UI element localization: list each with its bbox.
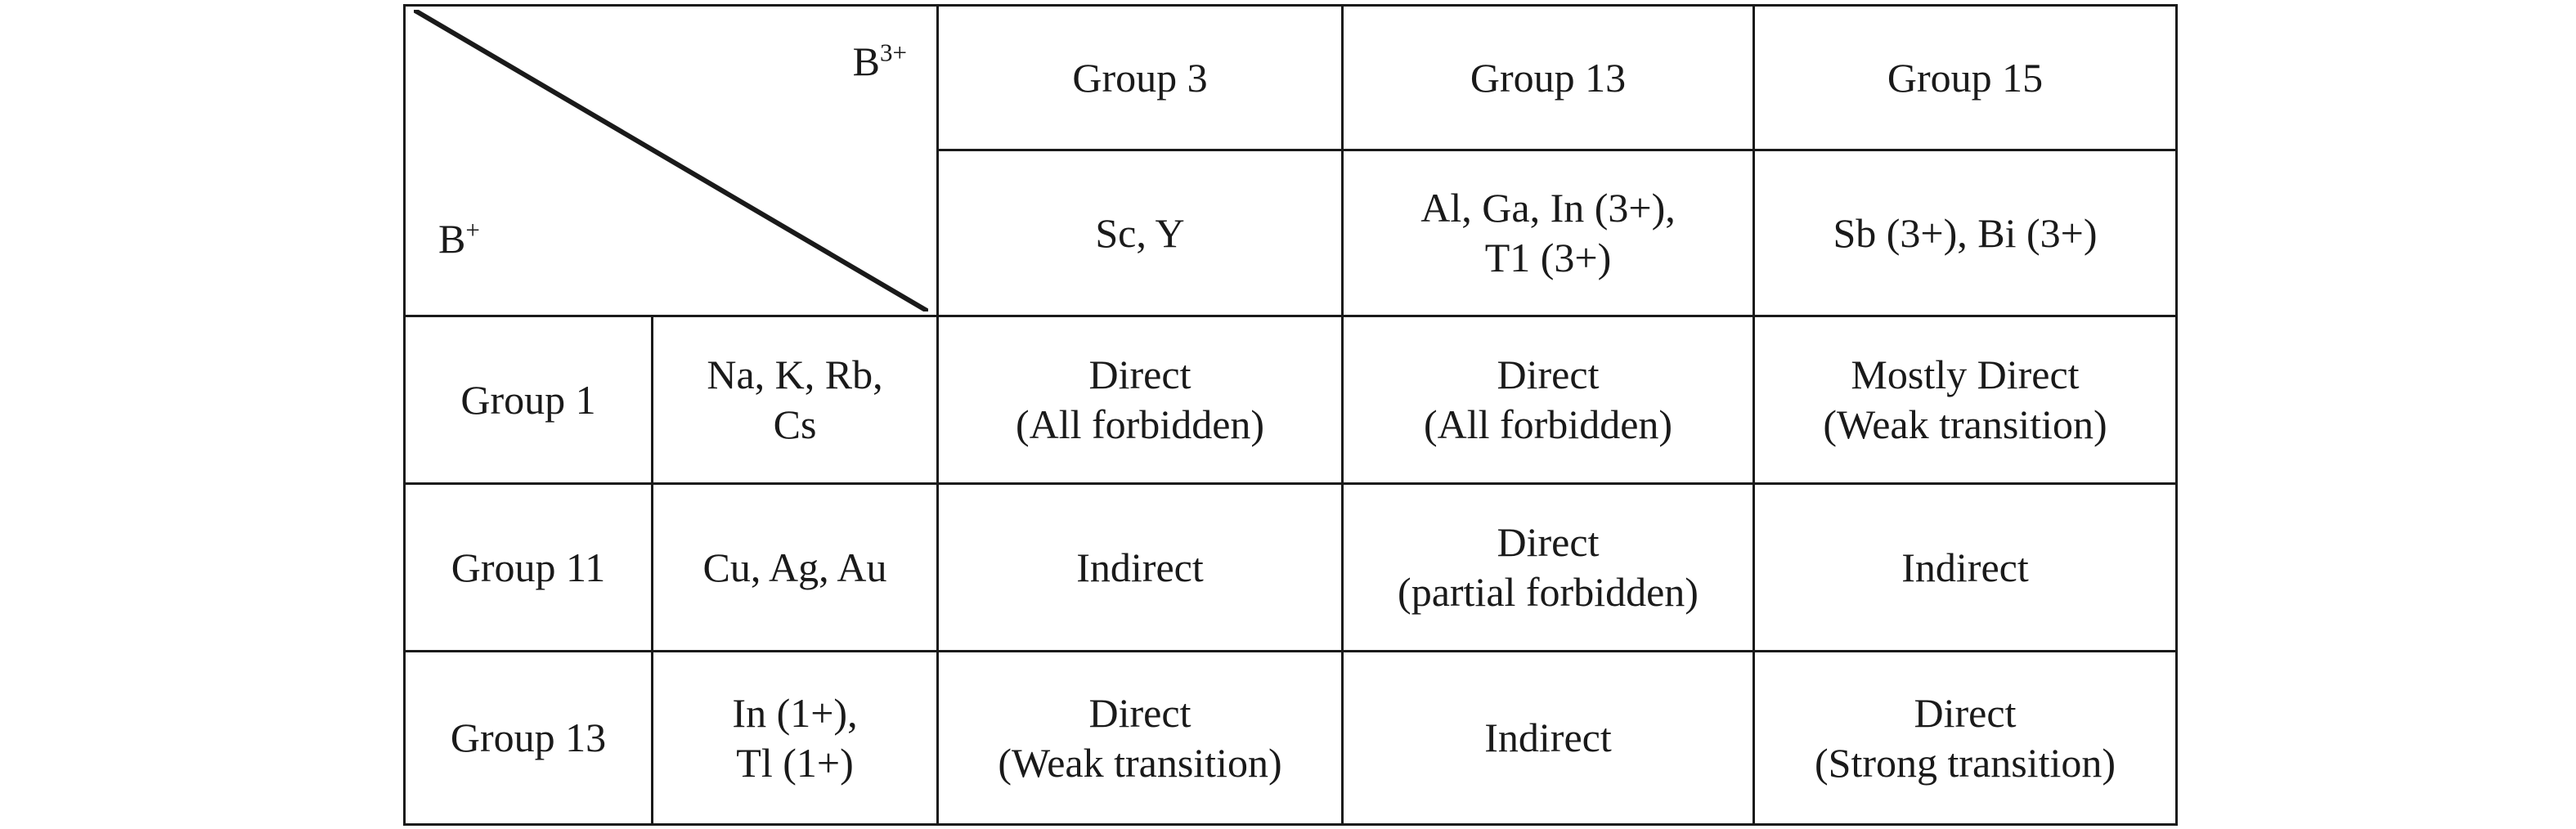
table-row: Group 11 Cu, Ag, Au Indirect Direct (par…	[403, 482, 2178, 652]
row-header-group-0: Group 1	[403, 315, 653, 485]
matrix-cell-2-1: Indirect	[1341, 650, 1755, 826]
matrix-cell-1-0: Indirect	[936, 482, 1344, 652]
matrix-cell-1-2: Indirect	[1752, 482, 2178, 652]
axis-corner-inner: B3+ B+	[414, 10, 928, 311]
row-header-group-1: Group 11	[403, 482, 653, 652]
header-row-groups: B3+ B+ Group 3 Group 13 Group 15	[403, 4, 2178, 317]
classification-matrix-wrapper: B3+ B+ Group 3 Group 13 Group 15 Sc, Y A…	[403, 4, 2178, 826]
row-header-elements-2: In (1+), Tl (1+)	[651, 650, 939, 826]
column-header-group-2: Group 15	[1752, 4, 2178, 151]
column-header-group-0: Group 3	[936, 4, 1344, 151]
matrix-cell-2-0: Direct (Weak transition)	[936, 650, 1344, 826]
diagonal-divider-icon	[414, 10, 928, 311]
column-header-group-1: Group 13	[1341, 4, 1755, 151]
matrix-cell-0-0: Direct (All forbidden)	[936, 315, 1344, 485]
matrix-cell-0-1: Direct (All forbidden)	[1341, 315, 1755, 485]
row-header-elements-1: Cu, Ag, Au	[651, 482, 939, 652]
axis-corner-cell: B3+ B+	[403, 4, 939, 317]
column-header-elements-1: Al, Ga, In (3+), T1 (3+)	[1341, 149, 1755, 317]
row-header-elements-0: Na, K, Rb, Cs	[651, 315, 939, 485]
column-axis-label-base: B	[852, 38, 881, 84]
row-axis-label-charge: +	[465, 215, 480, 244]
matrix-cell-0-2: Mostly Direct (Weak transition)	[1752, 315, 2178, 485]
matrix-cell-1-1: Direct (partial forbidden)	[1341, 482, 1755, 652]
column-axis-label-charge: 3+	[880, 38, 907, 67]
table-row: Group 13 In (1+), Tl (1+) Direct (Weak t…	[403, 650, 2178, 826]
table-row: Group 1 Na, K, Rb, Cs Direct (All forbid…	[403, 315, 2178, 485]
row-header-group-2: Group 13	[403, 650, 653, 826]
column-header-elements-2: Sb (3+), Bi (3+)	[1752, 149, 2178, 317]
column-header-elements-0: Sc, Y	[936, 149, 1344, 317]
row-axis-label-base: B	[438, 216, 466, 262]
column-axis-label: B3+	[852, 38, 907, 84]
row-axis-label: B+	[438, 215, 480, 262]
matrix-cell-2-2: Direct (Strong transition)	[1752, 650, 2178, 826]
header-row-elements: Sc, Y Al, Ga, In (3+), T1 (3+) Sb (3+), …	[405, 149, 2178, 317]
classification-matrix-table: B3+ B+ Group 3 Group 13 Group 15 Sc, Y A…	[403, 4, 2178, 826]
